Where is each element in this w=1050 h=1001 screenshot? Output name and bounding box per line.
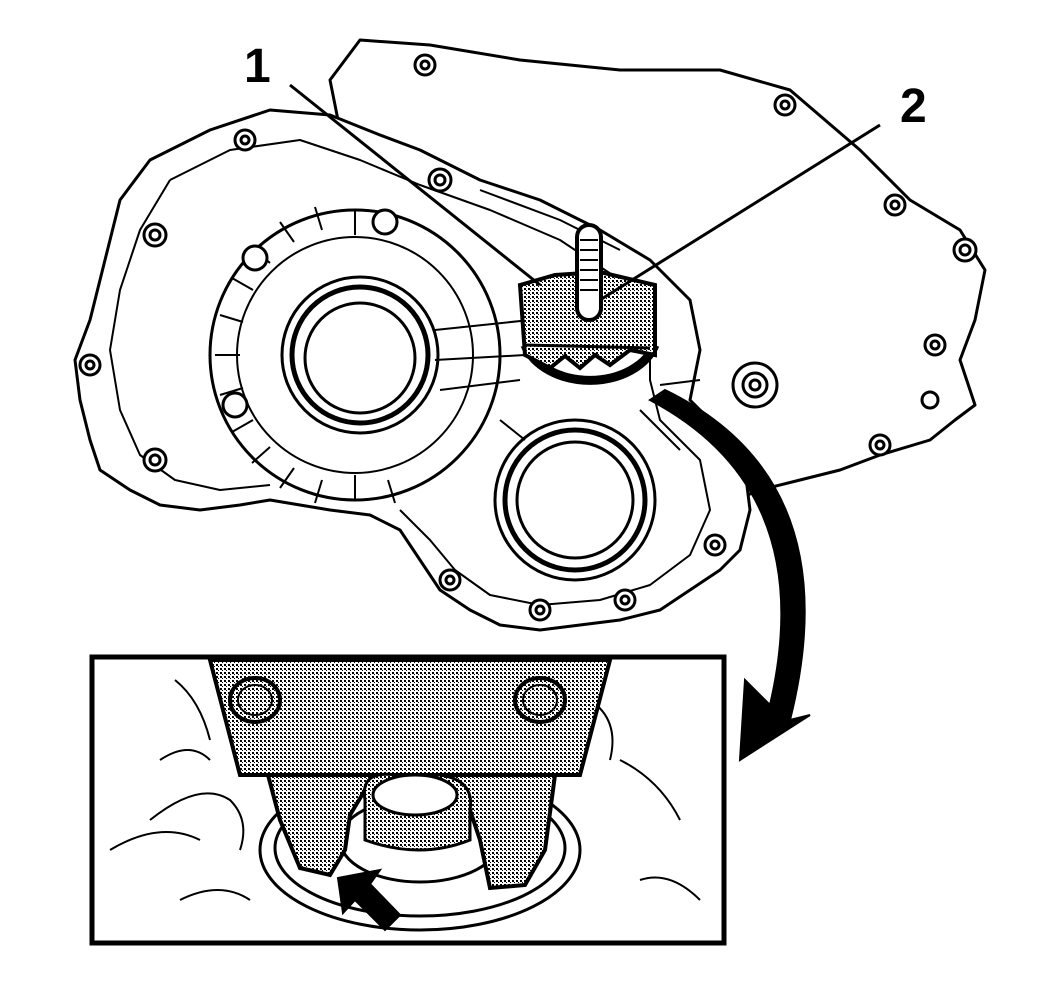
detail-view (89, 654, 727, 946)
input-shaft-bore (493, 418, 657, 582)
leader-line-2 (599, 123, 881, 302)
curved-arrow-icon (648, 388, 811, 762)
pointer-arrow-icon (336, 868, 402, 932)
bolt-holes (78, 53, 978, 622)
callout-1: 1 (244, 40, 271, 93)
tool-bolt (575, 223, 603, 322)
callout-2: 2 (900, 80, 927, 133)
housing-inner-ridge (169, 139, 711, 606)
detail-shaft-hub (362, 772, 473, 852)
detail-tool-holes (228, 676, 567, 724)
differential-bore (280, 275, 440, 435)
drain-bolt (731, 361, 779, 409)
differential-ring-gear (208, 206, 502, 504)
detail-tool-body (207, 658, 613, 777)
leader-line-1 (289, 83, 541, 287)
housing-inner-ridge-left (109, 179, 271, 491)
